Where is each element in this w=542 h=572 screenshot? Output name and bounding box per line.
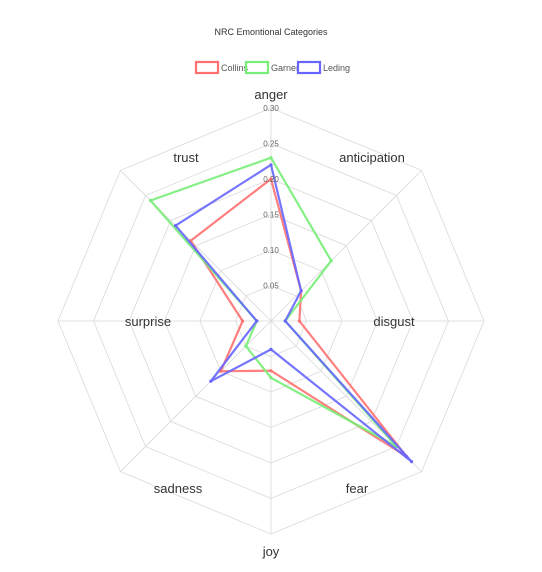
tick-label-0.20: 0.20	[263, 175, 279, 184]
axis-label-trust: trust	[173, 150, 199, 165]
axis-label-surprise: surprise	[125, 314, 171, 329]
legend-label-garner: Garner	[271, 63, 299, 73]
tick-label-0.30: 0.30	[263, 104, 279, 113]
tick-label-0.15: 0.15	[263, 211, 279, 220]
series-collins-point-anger	[269, 177, 273, 181]
series-leding-point-trust	[174, 224, 178, 228]
legend-label-collins: Collins	[221, 63, 249, 73]
series-garner-point-trust	[148, 198, 153, 203]
chart-title: NRC Emontional Categories	[214, 27, 328, 37]
radar-grid	[57, 107, 485, 535]
tick-label-0.25: 0.25	[263, 140, 279, 149]
spoke-trust	[120, 170, 272, 322]
series-garner-point-anger	[269, 156, 273, 160]
axis-label-anticipation: anticipation	[339, 150, 405, 165]
series-collins-point-surprise	[241, 319, 245, 323]
series-garner-point-anticipation	[329, 259, 333, 263]
axis-label-joy: joy	[262, 544, 280, 559]
legend-swatch-leding[interactable]	[296, 60, 322, 75]
series-leding-point-surprise	[255, 319, 259, 323]
spoke-sadness	[120, 320, 272, 472]
series-leding-point-sadness	[209, 379, 213, 383]
series-leding-point-disgust	[283, 319, 287, 323]
radar-axis-labels: 0.05 0.10 0.15 0.20 0.25 0.30 anger anticipatio…	[125, 87, 415, 559]
series-collins-point-joy	[269, 369, 273, 373]
legend-label-leding: Leding	[323, 63, 350, 73]
series-leding-point-anger	[269, 163, 273, 167]
legend-swatch-collins[interactable]	[194, 60, 220, 75]
tick-label-0.05: 0.05	[263, 282, 279, 291]
series-collins-point-disgust	[297, 319, 301, 323]
series-leding-point-joy	[269, 347, 273, 351]
series-leding-point-fear	[410, 460, 414, 464]
legend: Collins Garner Leding	[194, 60, 350, 75]
axis-label-disgust: disgust	[373, 314, 415, 329]
axis-label-sadness: sadness	[154, 481, 203, 496]
series-garner-point-joy	[269, 376, 273, 380]
axis-label-fear: fear	[346, 481, 369, 496]
series-garner-point-sadness	[244, 344, 248, 348]
tick-label-0.10: 0.10	[263, 246, 279, 255]
axis-label-anger: anger	[254, 87, 288, 102]
series-leding-point-anticipation	[299, 289, 303, 293]
spoke-anticipation	[270, 170, 422, 322]
radar-series	[148, 156, 414, 464]
legend-swatch-garner[interactable]	[244, 60, 270, 75]
